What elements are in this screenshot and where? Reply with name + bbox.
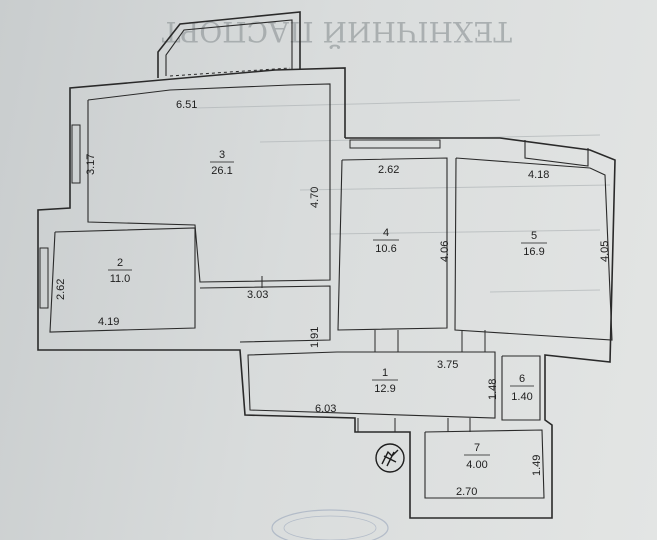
- room-7-area: 4.00: [466, 459, 487, 471]
- room-3-label: 3 26.1: [210, 149, 234, 177]
- stamp: [271, 509, 389, 540]
- room-4-number: 4: [383, 227, 389, 239]
- dim-317: 3.17: [85, 154, 97, 175]
- dim-270: 2.70: [456, 486, 477, 498]
- inner-wall-room4: [337, 157, 448, 331]
- room-1-area: 12.9: [374, 383, 395, 395]
- room-7-number: 7: [474, 442, 480, 454]
- room-5-area: 16.9: [523, 246, 544, 258]
- inner-wall-room6: [501, 355, 541, 421]
- room-2-number: 2: [117, 257, 123, 269]
- dim-651: 6.51: [176, 99, 197, 111]
- dim-191: 1.91: [309, 327, 321, 348]
- dim-603: 6.03: [315, 403, 336, 415]
- dim-149: 1.49: [531, 455, 543, 476]
- balcony-inner: [165, 19, 293, 76]
- dim-262-left: 2.62: [55, 279, 67, 300]
- dim-262-top: 2.62: [378, 164, 399, 176]
- room-4-label: 4 10.6: [373, 227, 399, 255]
- walls: [37, 11, 616, 519]
- inner-wall-corridor: [199, 285, 331, 343]
- room-3-area: 26.1: [211, 165, 232, 177]
- room-2-label: 2 11.0: [108, 257, 132, 285]
- room-3-number: 3: [219, 149, 225, 161]
- outer-wall-left: [37, 67, 616, 519]
- dim-148: 1.48: [487, 379, 499, 400]
- dimension-labels: 6.51 3.17 4.70 2.62 4.18 4.06 4.05 2.62 …: [55, 99, 611, 498]
- dim-419: 4.19: [98, 316, 119, 328]
- room-labels: 3 26.1 2 11.0 4 10.6 5 16.9 1 12.9 6 1.4…: [108, 149, 547, 471]
- dim-303: 3.03: [247, 289, 268, 301]
- room-6-area: 1.40: [511, 391, 532, 403]
- dim-418: 4.18: [528, 169, 549, 181]
- inner-wall-room3: [87, 83, 331, 283]
- dim-405: 4.05: [599, 241, 611, 262]
- room-4-area: 10.6: [375, 243, 396, 255]
- window-room4: [349, 139, 441, 149]
- room-6-number: 6: [519, 373, 525, 385]
- entrance-symbol-icon: [375, 443, 405, 473]
- window-left-top: [71, 124, 81, 184]
- inner-wall-room5: [454, 157, 613, 341]
- room-5-number: 5: [531, 230, 537, 242]
- dim-375: 3.75: [437, 359, 458, 371]
- room-5-label: 5 16.9: [521, 230, 547, 258]
- balcony: [157, 11, 301, 78]
- room-7-label: 7 4.00: [464, 442, 490, 471]
- inner-wall-room7: [424, 429, 545, 499]
- room-1-number: 1: [382, 367, 388, 379]
- room-1-label: 1 12.9: [372, 367, 398, 395]
- inner-wall-room2: [49, 227, 196, 333]
- room-2-area: 11.0: [110, 273, 131, 285]
- window-left-bottom: [39, 247, 49, 309]
- dim-406: 4.06: [439, 241, 451, 262]
- inner-wall-room1: [247, 351, 496, 419]
- room-6-label: 6 1.40: [510, 373, 534, 403]
- window-room5: [524, 140, 589, 167]
- dim-470: 4.70: [309, 187, 321, 208]
